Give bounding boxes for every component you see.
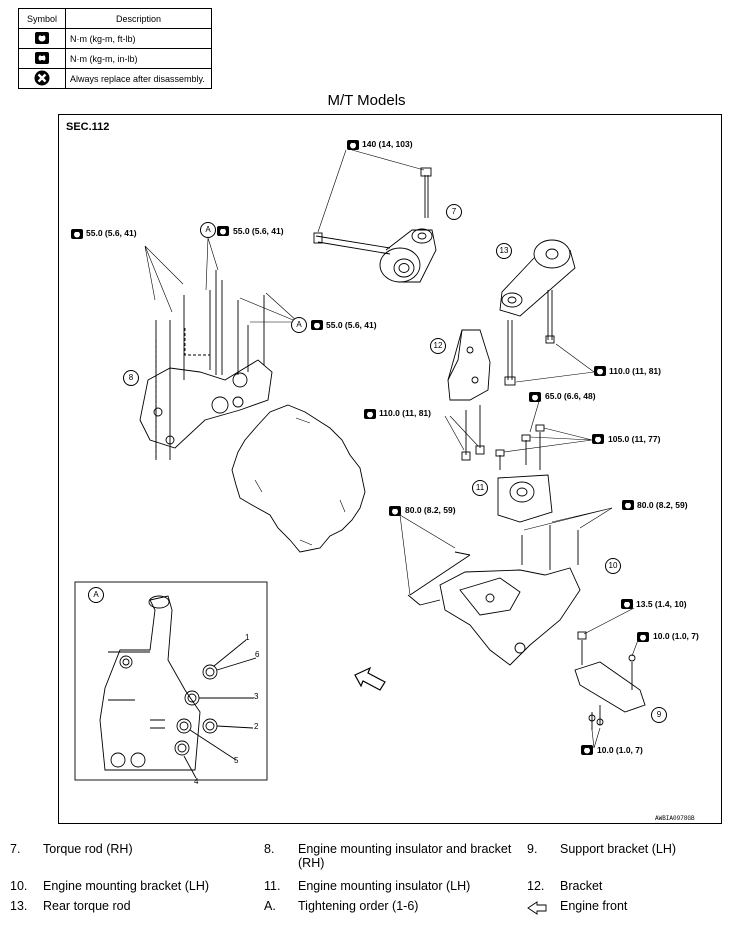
callout-12: 12: [430, 338, 446, 354]
diagram-title: M/T Models: [327, 92, 406, 109]
callout-a-inset: A: [88, 587, 104, 603]
sequence-number: 6: [255, 650, 260, 659]
torque-label: 80.0 (8.2, 59): [405, 505, 456, 515]
torque-label: 13.5 (1.4, 10): [636, 599, 687, 609]
symbol-legend-table: Symbol Description N·m (kg-m, ft-lb) N·m…: [18, 8, 212, 89]
torque-label: 105.0 (11, 77): [608, 434, 661, 444]
bracket-part: [447, 329, 491, 461]
part-description: Torque rod (RH): [43, 842, 133, 856]
part-description: Bracket: [560, 879, 603, 893]
part-number: 8.: [264, 842, 275, 856]
torque-label: 55.0 (5.6, 41): [86, 228, 137, 238]
sequence-number: 3: [254, 692, 259, 701]
legend-row: Always replace after disassembly.: [18, 68, 212, 89]
section-label: SEC.112: [66, 121, 110, 133]
torque-label: 140 (14, 103): [362, 139, 413, 149]
part-description: Tightening order (1-6): [298, 899, 419, 913]
sequence-number: 1: [245, 633, 250, 642]
legend-row: N·m (kg-m, ft-lb): [18, 28, 212, 49]
part-number: 10.: [10, 879, 28, 893]
callout-9: 9: [651, 707, 667, 723]
part-description: Engine mounting insulator and bracket (R…: [298, 842, 512, 870]
tightening-order-inset: [74, 581, 268, 781]
torque-wrench-in-lb-icon: [35, 51, 49, 64]
sequence-number: 2: [254, 722, 259, 731]
part-description: Engine mounting bracket (LH): [43, 879, 210, 893]
torque-label: 80.0 (8.2, 59): [637, 500, 688, 510]
torque-label: 110.0 (11, 81): [609, 366, 661, 376]
part-number: 11.: [264, 879, 281, 893]
part-number: 13.: [10, 899, 28, 913]
callout-a: A: [200, 222, 216, 238]
torque-wrench-ft-lb-icon: [35, 31, 49, 44]
part-description: Engine front: [560, 899, 628, 913]
engine-mount-insulator-lh-part: [495, 424, 553, 523]
callout-11: 11: [472, 480, 488, 496]
callout-a: A: [291, 317, 307, 333]
replace-x-icon: [34, 70, 50, 85]
part-number: A.: [264, 899, 276, 913]
part-number: 7.: [10, 842, 21, 856]
part-description: Rear torque rod: [43, 899, 131, 913]
torque-rod-rh-part: [313, 167, 437, 283]
callout-10: 10: [605, 558, 621, 574]
torque-label: 55.0 (5.6, 41): [326, 320, 377, 330]
torque-label: 65.0 (6.6, 48): [545, 391, 596, 401]
tightening-order-drawing: [99, 595, 257, 779]
callout-7: 7: [446, 204, 462, 220]
part-number: 12.: [527, 879, 545, 893]
torque-label: 55.0 (5.6, 41): [233, 226, 284, 236]
diagram-frame: [58, 114, 722, 824]
part-description: Support bracket (LH): [560, 842, 677, 856]
rear-torque-rod-part: [499, 239, 576, 386]
callout-13: 13: [496, 243, 512, 259]
torque-label: 10.0 (1.0, 7): [597, 745, 643, 755]
engine-mount-bracket-lh-part: [407, 525, 581, 666]
figure-code: AWBIA0978GB: [655, 815, 695, 822]
support-bracket-lh-part: [574, 631, 646, 730]
callout-8: 8: [123, 370, 139, 386]
engine-mount-insulator-rh-part: [139, 270, 273, 460]
arrow-left-outline-icon: [527, 901, 547, 915]
part-number: 9.: [527, 842, 538, 856]
torque-label: 110.0 (11, 81): [379, 408, 431, 418]
sequence-number: 4: [194, 777, 199, 786]
legend-header-row: Symbol Description: [18, 8, 212, 29]
engine-front-arrow: [354, 666, 386, 691]
part-description: Engine mounting insulator (LH): [298, 879, 471, 893]
sequence-number: 5: [234, 756, 239, 765]
legend-desc-replace: Always replace after disassembly.: [65, 68, 212, 89]
torque-label: 10.0 (1.0, 7): [653, 631, 699, 641]
engine-outline: [231, 404, 366, 553]
